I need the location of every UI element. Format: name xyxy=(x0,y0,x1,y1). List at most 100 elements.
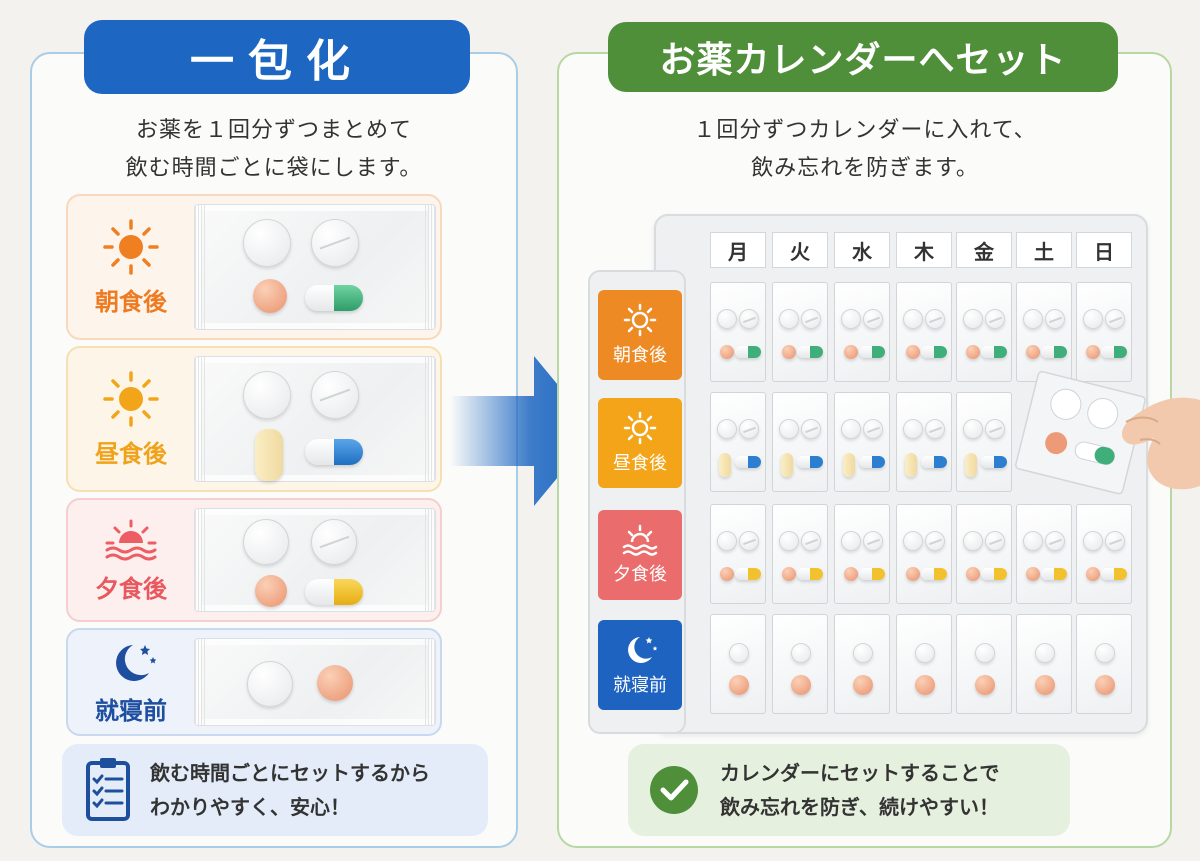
capsule xyxy=(859,346,885,358)
soft-yellow-capsule xyxy=(905,453,917,477)
row-label-text: 昼食後 xyxy=(95,439,167,468)
right-description-line: １回分ずつカレンダーに入れて、 xyxy=(693,118,1037,143)
white-tablet xyxy=(841,419,861,439)
scored-tablet xyxy=(925,419,945,439)
right-note-line: 飲み忘れを防ぎ、続けやすい！ xyxy=(720,795,999,819)
day-header-thu: 木 xyxy=(896,232,952,268)
calendar-cell xyxy=(710,392,766,492)
peach-tablet xyxy=(1026,345,1040,359)
peach-tablet xyxy=(975,675,995,695)
calendar-cell xyxy=(896,504,952,604)
white-tablet xyxy=(841,309,861,329)
peach-tablet xyxy=(1086,567,1100,581)
scored-tablet xyxy=(1045,309,1065,329)
white-tablet xyxy=(717,531,737,551)
white-tablet xyxy=(779,531,799,551)
packet-row-evening: 夕食後 xyxy=(66,498,442,622)
white-tablet xyxy=(791,643,811,663)
scored-tablet xyxy=(739,419,759,439)
sun-icon xyxy=(103,370,159,427)
calendar-cell xyxy=(834,504,890,604)
scored-tablet xyxy=(1105,531,1125,551)
day-header-sun: 日 xyxy=(1076,232,1132,268)
left-description-line: 飲む時間ごとに袋にします。 xyxy=(125,156,423,181)
calendar-cell xyxy=(1016,504,1072,604)
white-tablet xyxy=(717,419,737,439)
left-note-text: 飲む時間ごとにセットするから わかりやすく、安心！ xyxy=(150,756,430,824)
scored-tablet xyxy=(311,371,359,419)
calendar-cell xyxy=(710,614,766,714)
calendar-cell xyxy=(1076,504,1132,604)
soft-yellow-capsule xyxy=(843,453,855,477)
calendar-cell xyxy=(834,282,890,382)
white-tablet xyxy=(243,519,289,565)
capsule xyxy=(735,346,761,358)
capsule xyxy=(797,568,823,580)
capsule xyxy=(921,456,947,468)
row-label-text: 夕食後 xyxy=(95,574,167,603)
scored-tablet xyxy=(1045,531,1065,551)
peach-tablet xyxy=(782,567,796,581)
day-header-wed: 水 xyxy=(834,232,890,268)
scored-tablet xyxy=(985,309,1005,329)
white-tablet xyxy=(1035,643,1055,663)
capsule xyxy=(921,346,947,358)
peach-tablet xyxy=(853,675,873,695)
peach-tablet xyxy=(1026,567,1040,581)
peach-tablet xyxy=(782,345,796,359)
calendar-cell xyxy=(956,282,1012,382)
white-tablet xyxy=(1083,309,1103,329)
peach-tablet xyxy=(255,575,287,607)
soft-yellow-capsule xyxy=(965,453,977,477)
left-note-line: わかりやすく、安心！ xyxy=(150,795,350,819)
white-tablet xyxy=(915,643,935,663)
calendar-cell xyxy=(772,614,828,714)
left-description-line: お薬を１回分ずつまとめて xyxy=(135,118,412,143)
medicine-packet xyxy=(194,508,436,612)
calendar-cell xyxy=(896,614,952,714)
time-tile-noon: 昼食後 xyxy=(598,398,682,488)
time-tile-morning: 朝食後 xyxy=(598,290,682,380)
scored-tablet xyxy=(863,419,883,439)
white-tablet xyxy=(903,309,923,329)
white-tablet xyxy=(963,419,983,439)
moon-icon xyxy=(628,637,658,663)
capsule xyxy=(1101,346,1127,358)
scored-tablet xyxy=(925,531,945,551)
white-tablet xyxy=(779,309,799,329)
scored-tablet xyxy=(985,419,1005,439)
peach-tablet xyxy=(253,279,287,313)
right-title: お薬カレンダーへセット xyxy=(608,22,1118,92)
right-description-line: 飲み忘れを防ぎます。 xyxy=(751,156,979,181)
right-note-text: カレンダーにセットすることで 飲み忘れを防ぎ、続けやすい！ xyxy=(720,756,999,824)
moon-icon xyxy=(116,644,157,681)
capsule xyxy=(981,568,1007,580)
sun-icon xyxy=(623,303,657,337)
time-tile-label: 昼食後 xyxy=(613,453,667,474)
day-header-sat: 土 xyxy=(1016,232,1072,268)
time-tile-evening: 夕食後 xyxy=(598,510,682,600)
sunset-icon xyxy=(105,519,157,560)
time-tile-label: 夕食後 xyxy=(613,564,667,585)
peach-tablet xyxy=(966,345,980,359)
soft-yellow-capsule xyxy=(719,453,731,477)
calendar-cell xyxy=(956,504,1012,604)
row-label-text: 就寝前 xyxy=(95,696,167,725)
peach-tablet xyxy=(844,345,858,359)
day-header-fri: 金 xyxy=(956,232,1012,268)
white-tablet xyxy=(247,661,293,707)
green-capsule xyxy=(305,285,363,311)
peach-tablet xyxy=(915,675,935,695)
calendar-cell xyxy=(772,392,828,492)
peach-tablet xyxy=(966,567,980,581)
soft-yellow-capsule xyxy=(781,453,793,477)
calendar-cell xyxy=(956,614,1012,714)
row-label-morning: 朝食後 xyxy=(68,196,194,338)
scored-tablet xyxy=(985,531,1005,551)
calendar-cell xyxy=(710,282,766,382)
white-tablet xyxy=(1023,531,1043,551)
right-note: カレンダーにセットすることで 飲み忘れを防ぎ、続けやすい！ xyxy=(628,744,1070,836)
row-label-bedtime: 就寝前 xyxy=(68,630,194,734)
peach-tablet xyxy=(1095,675,1115,695)
packet-row-bedtime: 就寝前 xyxy=(66,628,442,736)
